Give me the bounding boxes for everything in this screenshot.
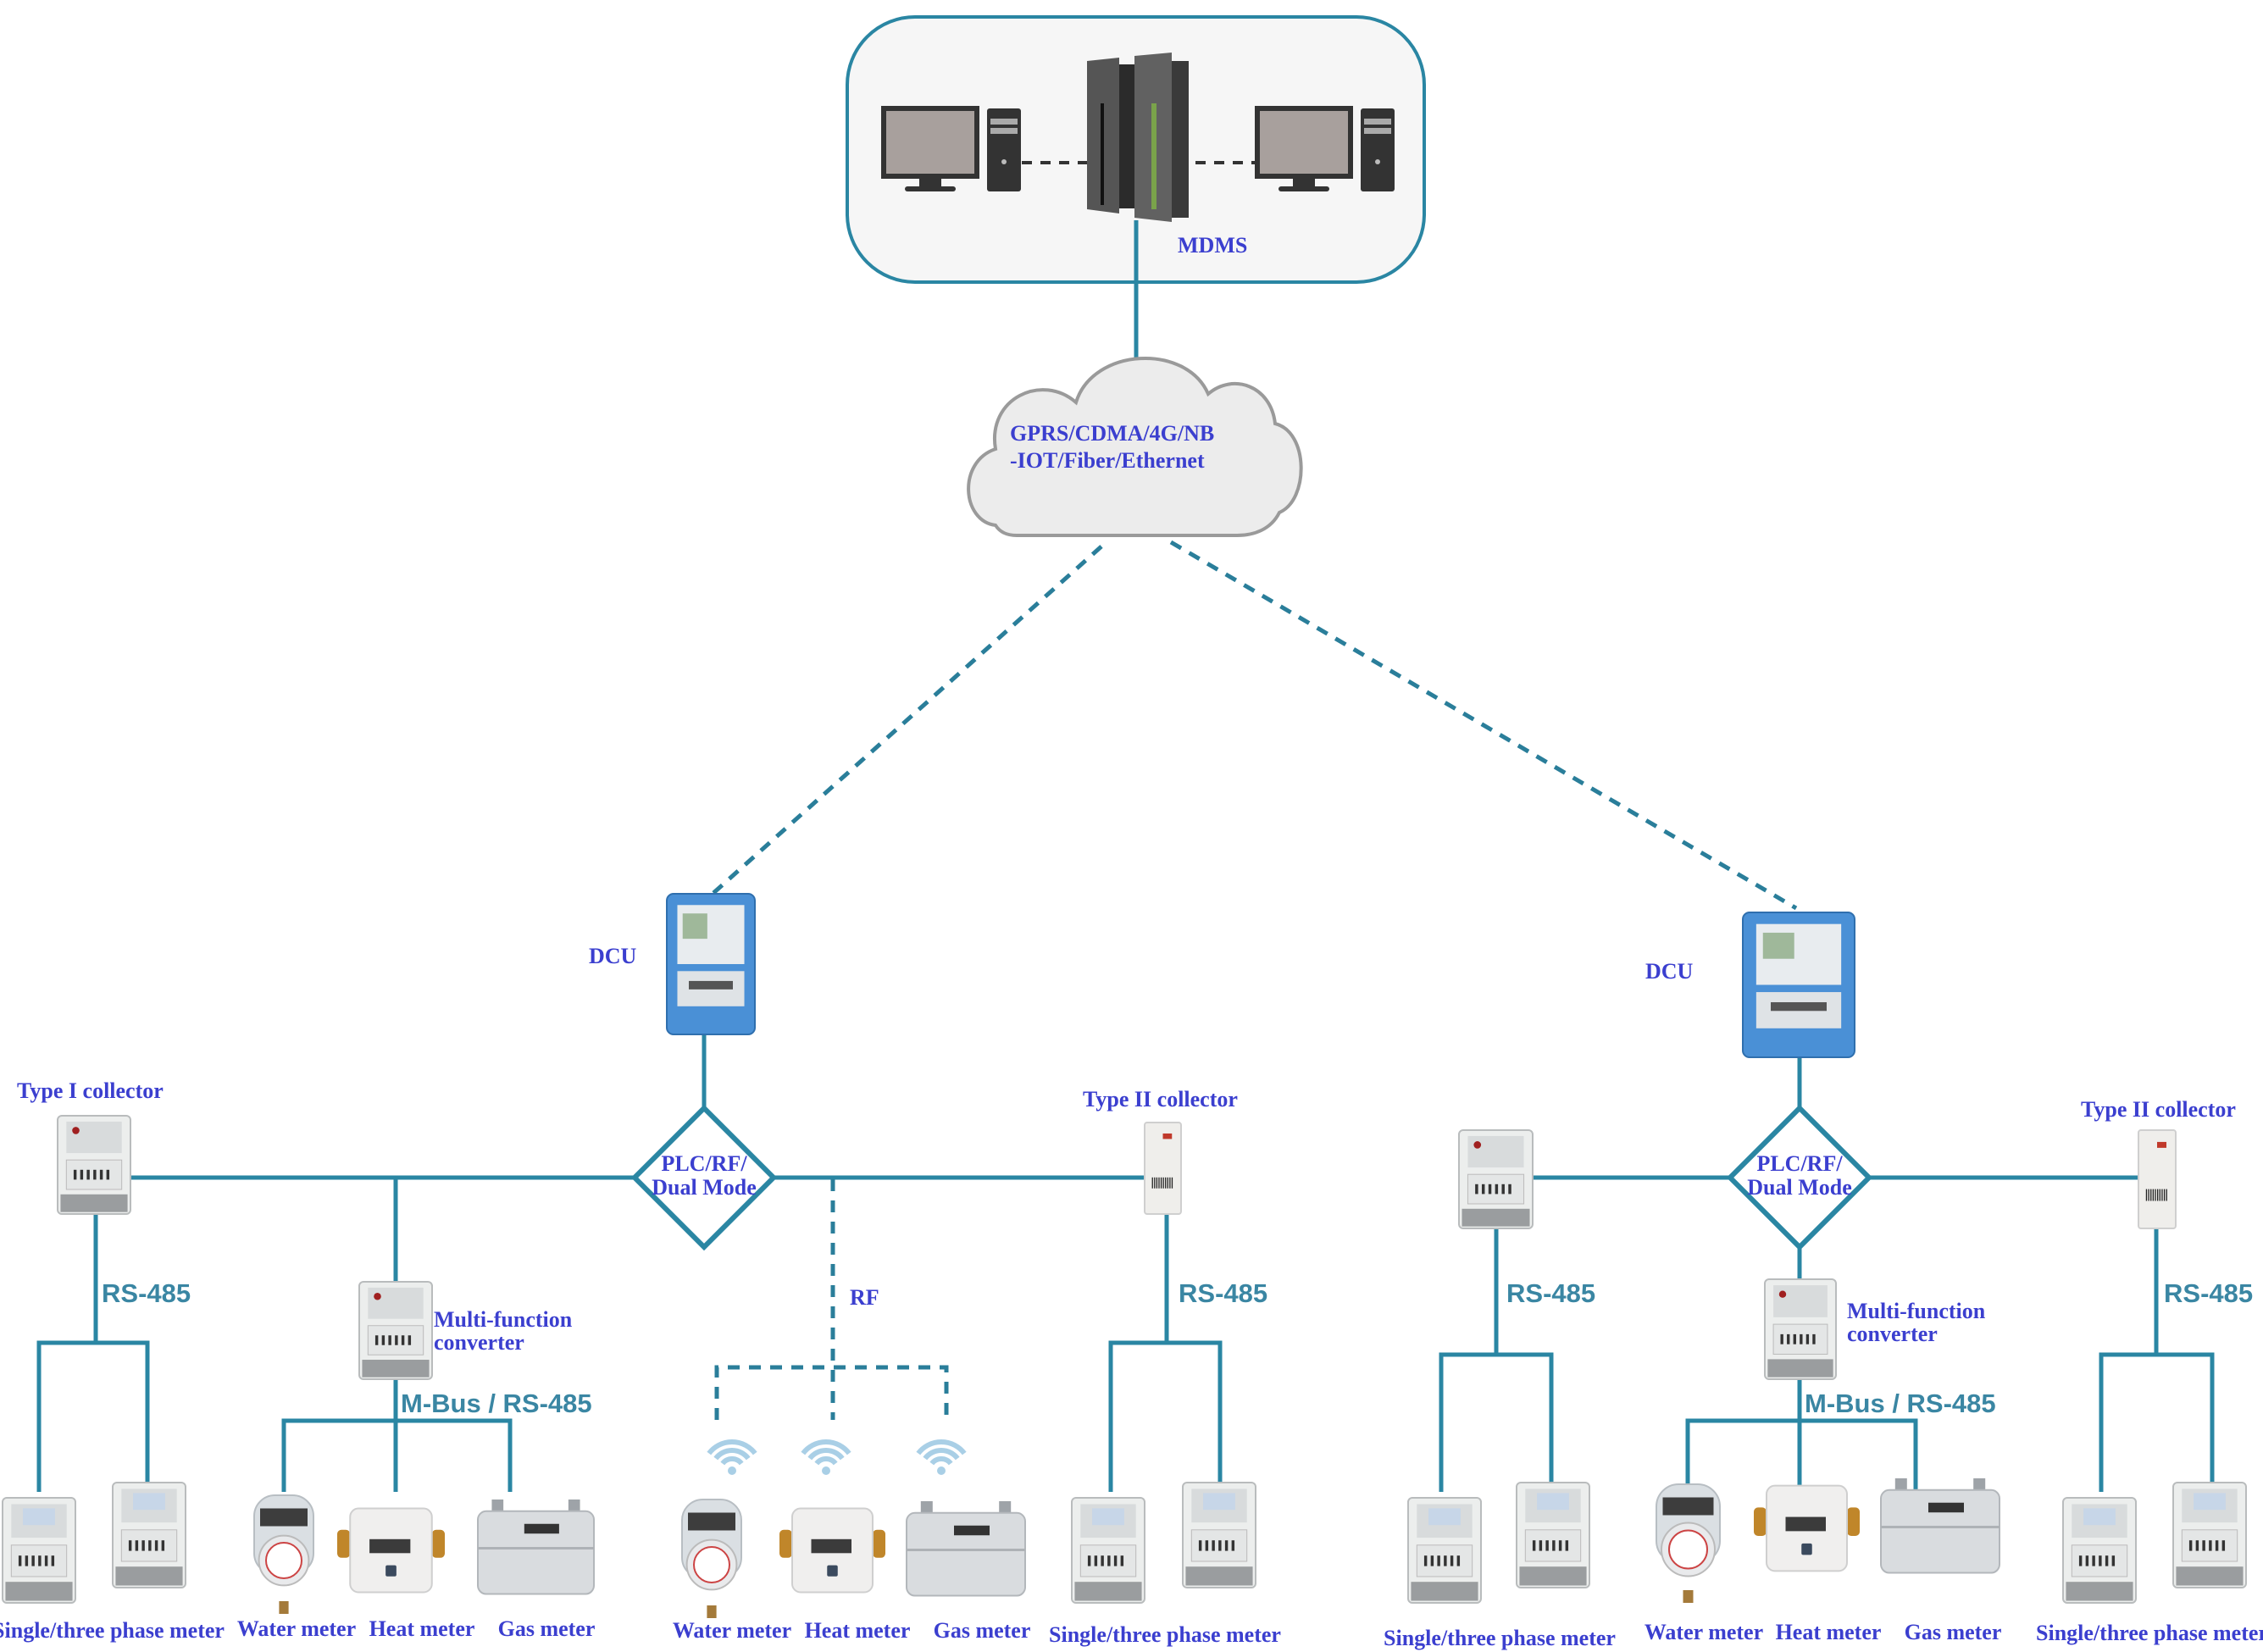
left-plc-hub: [630, 1104, 778, 1251]
electricity-meter-device: [1407, 1497, 1482, 1604]
left-hub-label-line1: PLC/RF/: [661, 1151, 747, 1176]
left-water-meter-label: Water meter: [237, 1616, 356, 1641]
right-dcu-label: DCU: [1645, 959, 1694, 984]
electricity-meter-device: [1516, 1482, 1590, 1588]
gas-meter-device: [477, 1500, 595, 1595]
right-hub-label-line1: PLC/RF/: [1756, 1151, 1843, 1176]
right-mbus-label: M-Bus / RS-485: [1805, 1389, 1996, 1418]
left-rs485-a-label: RS-485: [102, 1278, 191, 1308]
left-rs485-a-branch: [36, 1340, 150, 1492]
left-converter-device: [358, 1281, 433, 1380]
heat-meter-device: [337, 1507, 445, 1594]
type1-collector-label: Type I collector: [17, 1078, 164, 1103]
heat-meter-device: [1754, 1484, 1860, 1572]
right-rs485-a-branch: [1439, 1352, 1554, 1492]
left-type2-collector-device: [1144, 1122, 1182, 1215]
left-hub-label-line2: Dual Mode: [652, 1175, 757, 1200]
wifi-signal-icon: [707, 1439, 757, 1475]
server-icon: [1087, 53, 1189, 222]
left-group2-meter-label: Single/three phase meter: [1049, 1622, 1281, 1647]
electricity-meter-device: [2172, 1482, 2247, 1588]
left-dcu-device: [666, 893, 756, 1035]
desktop-pc-icon: [881, 106, 1021, 191]
wan-link-left: [711, 545, 1103, 895]
water-meter-device: [1656, 1483, 1721, 1603]
right-heat-meter-label: Heat meter: [1776, 1620, 1882, 1644]
right-hub-label-line2: Dual Mode: [1747, 1175, 1852, 1200]
heat-meter-device: [779, 1507, 885, 1594]
water-meter-device: [253, 1494, 314, 1614]
right-water-meter-label: Water meter: [1645, 1620, 1763, 1644]
left-dcu-label: DCU: [589, 944, 637, 968]
left-rs485-b-branch: [1108, 1340, 1223, 1492]
network-cloud: [967, 357, 1303, 537]
water-meter-device: [681, 1499, 742, 1618]
right-collector-device: [1458, 1129, 1534, 1229]
left-converter-label-line1: Multi-function: [434, 1307, 573, 1332]
rf-gas-meter-label: Gas meter: [934, 1618, 1031, 1643]
left-group1-meter-label: Single/three phase meter: [0, 1618, 225, 1643]
right-rs485-b-branch: [2099, 1352, 2215, 1492]
right-dcu-device: [1742, 912, 1855, 1058]
type1-collector-device: [57, 1115, 131, 1215]
right-type2-collector-label: Type II collector: [2081, 1097, 2236, 1122]
right-group2-meter-label: Single/three phase meter: [2036, 1621, 2263, 1645]
electricity-meter-device: [1071, 1497, 1145, 1604]
left-mbus-label: M-Bus / RS-485: [401, 1389, 592, 1418]
left-rf-branch: [714, 1365, 949, 1420]
device-icons: [2, 53, 2247, 1618]
left-type2-collector-label: Type II collector: [1083, 1087, 1238, 1111]
right-converter-label-line1: Multi-function: [1847, 1299, 1986, 1323]
right-group1-meter-label: Single/three phase meter: [1384, 1626, 1616, 1650]
right-rs485-b-label: RS-485: [2164, 1278, 2253, 1308]
rf-label: RF: [850, 1285, 879, 1310]
right-rs485-a-label: RS-485: [1506, 1278, 1595, 1308]
left-rs485-b-label: RS-485: [1179, 1278, 1267, 1308]
network-label-line1: GPRS/CDMA/4G/NB: [1010, 421, 1214, 446]
electricity-meter-device: [112, 1482, 186, 1588]
wifi-signal-icon: [916, 1439, 967, 1475]
electricity-meter-device: [1182, 1482, 1256, 1588]
gas-meter-device: [906, 1501, 1026, 1597]
left-mbus-branch: [281, 1418, 513, 1492]
right-converter-label-line2: converter: [1847, 1322, 1938, 1346]
rf-heat-meter-label: Heat meter: [805, 1618, 911, 1643]
left-converter-label-line2: converter: [434, 1330, 524, 1355]
desktop-pc-icon: [1255, 106, 1395, 191]
mdms-label: MDMS: [1178, 233, 1247, 258]
electricity-meter-device: [2062, 1497, 2137, 1604]
right-mbus-branch: [1685, 1418, 1918, 1492]
left-gas-meter-label: Gas meter: [498, 1616, 596, 1641]
left-heat-meter-label: Heat meter: [369, 1616, 475, 1641]
right-type2-collector-device: [2138, 1129, 2177, 1229]
wifi-signal-icon: [801, 1439, 851, 1475]
gas-meter-device: [1880, 1478, 2000, 1574]
wan-link-right: [1169, 540, 1798, 911]
network-label-line2: -IOT/Fiber/Ethernet: [1010, 448, 1205, 473]
right-gas-meter-label: Gas meter: [1905, 1620, 2002, 1644]
rf-water-meter-label: Water meter: [673, 1618, 791, 1643]
right-converter-device: [1764, 1278, 1837, 1380]
electricity-meter-device: [2, 1497, 76, 1604]
